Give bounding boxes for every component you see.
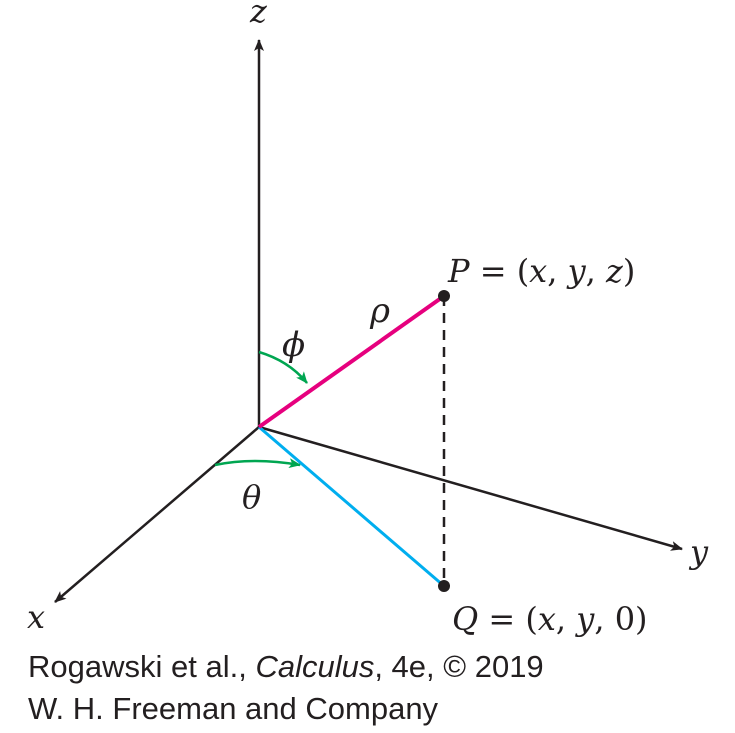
z-axis-label: z	[249, 0, 268, 30]
rho-label: ρ	[369, 291, 390, 331]
credit-book-title: Calculus	[255, 649, 375, 684]
credit-line-1: Rogawski et al., Calculus, 4e, © 2019	[28, 651, 544, 682]
point-p-label: P = (x, y, z)	[447, 252, 635, 290]
credit-authors: Rogawski et al.,	[28, 649, 256, 684]
point-q-dot	[438, 580, 450, 592]
point-q-label: Q = (x, y, 0)	[452, 600, 648, 638]
theta-label: θ	[242, 478, 261, 516]
theta-angle-arc	[214, 458, 301, 469]
credit-line-2: W. H. Freeman and Company	[28, 691, 439, 726]
y-axis-label: y	[688, 533, 709, 571]
projection-segment	[258, 425, 445, 588]
credit-edition-copyright: , 4e, © 2019	[374, 649, 544, 684]
y-axis	[258, 425, 683, 551]
rho-segment	[257, 294, 446, 429]
x-axis-label: x	[27, 598, 45, 636]
point-p-dot	[438, 290, 450, 302]
phi-angle-arc	[258, 350, 308, 384]
phi-label: ϕ	[282, 325, 305, 365]
x-axis	[54, 426, 260, 603]
